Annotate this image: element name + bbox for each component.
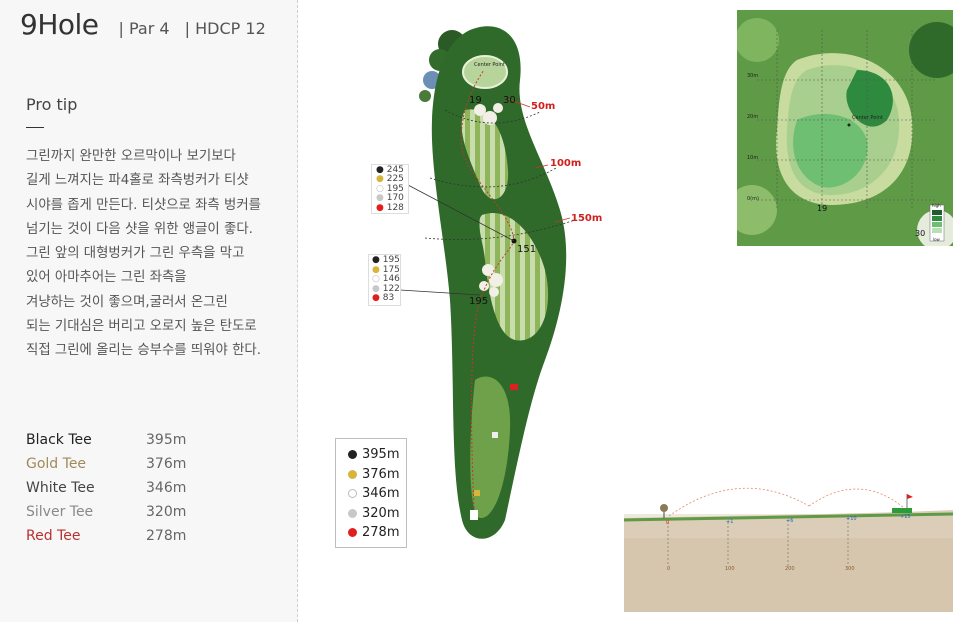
callout-lower-white: ○ 146 xyxy=(372,274,400,285)
elev-label-10: +10 xyxy=(846,516,857,522)
grid-label-10: 10m xyxy=(747,155,759,161)
hole-layout-map: 50m 100m 150m 19 30 Center Point 151 195… xyxy=(299,0,962,622)
callout-upper-gold: ● 225 xyxy=(376,174,404,185)
tee-row-gold: Gold Tee 376m xyxy=(26,452,186,476)
dist-label-0: 0 xyxy=(667,566,671,572)
tee-row-silver: Silver Tee 320m xyxy=(26,500,186,524)
tee-name: Silver Tee xyxy=(26,504,94,520)
callout-lower: ● 195 ● 175 ○ 146 ● 122 ● 83 xyxy=(368,254,401,306)
hole-header: 9Hole | Par 4 | HDCP 12 xyxy=(20,8,276,41)
callout-lower-red: ● 83 xyxy=(372,293,395,304)
tee-distance: 320m xyxy=(146,504,187,520)
legend-dot xyxy=(348,489,357,499)
pro-tip-divider xyxy=(26,127,44,128)
slope-scale-low: low xyxy=(933,237,940,242)
green-mark-30: 30 xyxy=(915,229,926,238)
elev-label-1: +1 xyxy=(726,519,734,525)
elev-label-6: +6 xyxy=(786,518,794,524)
hole-meta: | Par 4 | HDCP 12 xyxy=(119,19,276,38)
legend-dot xyxy=(348,508,357,518)
elev-label-0: 0 xyxy=(666,520,670,526)
point-151-label: 151 xyxy=(517,244,537,255)
pro-tip-text: 그린까지 완만한 오르막이나 보기보다 길게 느껴지는 파4홀로 좌측벙커가 티… xyxy=(26,149,261,359)
tee-row-red: Red Tee 278m xyxy=(26,524,186,548)
tee-distance: 278m xyxy=(146,528,187,544)
elevation-profile-graphic xyxy=(624,487,953,612)
legend-black: 395m xyxy=(348,445,406,465)
hole-name: 9Hole xyxy=(20,8,99,41)
bunkers xyxy=(474,103,503,297)
green-detail-map: 30m 20m 10m 0(m) Center Point 19 30 high… xyxy=(737,10,953,246)
marker-150m: 150m xyxy=(571,213,603,224)
point-195-label: 195 xyxy=(469,296,489,307)
elev-label-15: +15 xyxy=(900,514,911,520)
tee-distance: 395m xyxy=(146,432,187,448)
tee-distance: 376m xyxy=(146,456,187,472)
tee-row-white: White Tee 346m xyxy=(26,476,186,500)
elevation-profile: 0 +1 +6 +10 +15 0 100 200 300 xyxy=(624,486,953,612)
fairway-upper xyxy=(461,109,509,200)
green-center-label: Center Point xyxy=(474,62,505,68)
callout-upper-red: ● 128 xyxy=(376,202,404,213)
tee-distance: 346m xyxy=(146,480,187,496)
tee-markers xyxy=(470,384,518,520)
slope-scale-high: high xyxy=(932,203,941,208)
legend-dot xyxy=(348,469,357,479)
marker-50m: 50m xyxy=(531,101,556,112)
green-back-label: 30 xyxy=(503,95,516,106)
green-surface xyxy=(462,55,508,89)
callout-upper: ● 245 ● 225 ○ 195 ● 170 ● 128 xyxy=(371,164,409,214)
hole-info-panel: 9Hole | Par 4 | HDCP 12 Pro tip 그린까지 완만한… xyxy=(0,0,298,622)
tee-name: Gold Tee xyxy=(26,456,87,472)
grid-label-30: 30m xyxy=(747,73,759,79)
tee-legend: 395m 376m 346m 320m 278m xyxy=(335,438,407,548)
pro-tip-title: Pro tip xyxy=(26,95,78,114)
dist-label-100: 100 xyxy=(725,566,735,572)
legend-white: 346m xyxy=(348,484,406,504)
legend-dot xyxy=(348,450,357,460)
grid-label-20: 20m xyxy=(747,114,759,120)
callout-upper-black: ● 245 xyxy=(376,165,404,175)
hole-par: | Par 4 xyxy=(118,19,170,38)
hole-hdcp: | HDCP 12 xyxy=(184,19,266,38)
tee-name: White Tee xyxy=(26,480,95,496)
hole-map-graphic xyxy=(399,26,576,539)
legend-red: 278m xyxy=(348,523,406,543)
tee-name: Black Tee xyxy=(26,432,92,448)
grid-label-0: 0(m) xyxy=(747,196,759,202)
tee-distance-list: Black Tee 395m Gold Tee 376m White Tee 3… xyxy=(26,428,186,548)
green-mark-19: 19 xyxy=(817,204,828,213)
legend-gold: 376m xyxy=(348,465,406,485)
tee-row-black: Black Tee 395m xyxy=(26,428,186,452)
green-center-label: Center Point xyxy=(852,115,883,121)
fairway-mid xyxy=(479,213,549,341)
dist-label-300: 300 xyxy=(845,566,855,572)
green-detail-graphic xyxy=(737,10,953,246)
callout-lower-gold: ● 175 xyxy=(372,264,400,275)
callout-lower-silver: ● 122 xyxy=(372,283,400,294)
callout-lower-black: ● 195 xyxy=(372,255,400,265)
tee-name: Red Tee xyxy=(26,528,81,544)
callout-upper-white: ○ 195 xyxy=(376,183,404,194)
callout-upper-silver: ● 170 xyxy=(376,193,404,204)
green-front-label: 19 xyxy=(469,95,482,106)
legend-silver: 320m xyxy=(348,504,406,524)
dist-label-200: 200 xyxy=(785,566,795,572)
fairway-lower xyxy=(470,376,511,519)
legend-dot xyxy=(348,528,357,538)
marker-100m: 100m xyxy=(550,158,582,169)
